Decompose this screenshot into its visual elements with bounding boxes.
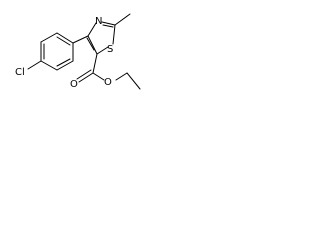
bond-methyl bbox=[114, 13, 131, 26]
bond-c5-c4-double bbox=[86, 37, 95, 51]
bond-ar1-ar2-inner bbox=[56, 36, 71, 46]
structure-svg: N S Cl O O bbox=[15, 13, 141, 90]
bond-ch2-ch3 bbox=[126, 72, 141, 90]
atom-label-o-carbonyl: O bbox=[70, 79, 78, 90]
bond-n3-c2-double bbox=[102, 24, 114, 28]
bond-ar1-ar2 bbox=[56, 32, 74, 44]
bond-oester-ch2 bbox=[115, 72, 128, 81]
bond-ar5-ar6-inner bbox=[56, 58, 71, 67]
bond-s1-c5 bbox=[96, 46, 109, 55]
atom-label-o-ester: O bbox=[104, 77, 112, 88]
chlorophenyl-ring bbox=[27, 32, 89, 71]
atom-label-s: S bbox=[107, 44, 113, 55]
bond-ar4-ar5 bbox=[40, 60, 58, 71]
bond-c4-aryl bbox=[72, 35, 89, 44]
molecule-structure-diagram: N S Cl O O bbox=[0, 0, 146, 104]
bond-carbonyl-o bbox=[78, 72, 94, 83]
bond-ar4-cl bbox=[27, 60, 42, 70]
atom-label-cl: Cl bbox=[15, 67, 25, 78]
bond-carbonyl-oester bbox=[92, 72, 105, 81]
bond-ar2-ar3 bbox=[40, 32, 58, 43]
bond-c2-s1 bbox=[112, 24, 116, 45]
bond-c5-carbonyl bbox=[92, 53, 98, 74]
ester-group bbox=[76, 53, 141, 90]
bond-carbonyl-o-double bbox=[76, 69, 92, 80]
bond-c4-n3 bbox=[87, 22, 97, 37]
bond-n3-c2 bbox=[101, 21, 116, 26]
bond-ar5-ar6 bbox=[56, 60, 74, 71]
thiazole-ring bbox=[86, 21, 116, 55]
atom-label-n: N bbox=[95, 16, 102, 27]
bond-c5-c4 bbox=[87, 35, 98, 55]
